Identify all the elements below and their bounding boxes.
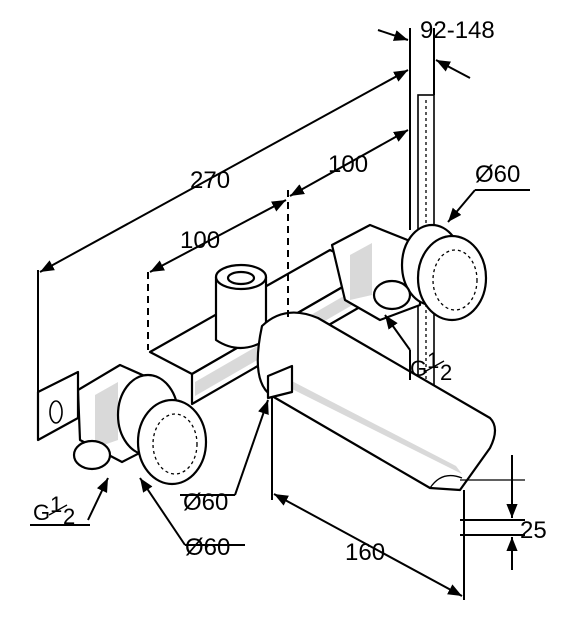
dimension-lines bbox=[30, 28, 530, 600]
thread-left-num: 1 bbox=[50, 492, 62, 517]
thread-label-right: G1/2 G 1 2 bbox=[410, 348, 452, 385]
spout bbox=[256, 311, 497, 492]
dim-wall-range-label: 92-148 bbox=[420, 17, 495, 44]
dim-diameter-spout-label: Ø60 bbox=[183, 489, 228, 516]
right-valve bbox=[330, 223, 488, 322]
thread-right-prefix: G bbox=[410, 356, 427, 381]
dim-diameter-right-label: Ø60 bbox=[475, 161, 520, 188]
thread-label-left: G1/2 G 1 2 bbox=[33, 492, 75, 529]
dim-spout-height-label: 25 bbox=[520, 517, 547, 544]
dim-right-spacing-label: 100 bbox=[328, 151, 368, 178]
dim-overall-width-label: 270 bbox=[190, 167, 230, 194]
thread-left-prefix: G bbox=[33, 500, 50, 525]
center-inlet bbox=[214, 263, 268, 350]
left-valve bbox=[36, 363, 208, 486]
dim-left-spacing-label: 100 bbox=[180, 227, 220, 254]
thread-right-den: 2 bbox=[440, 360, 452, 385]
dim-spout-reach-label: 160 bbox=[345, 539, 385, 566]
thread-right-num: 1 bbox=[427, 348, 439, 373]
dim-diameter-left-label: Ø60 bbox=[185, 534, 230, 561]
thread-left-den: 2 bbox=[63, 504, 75, 529]
